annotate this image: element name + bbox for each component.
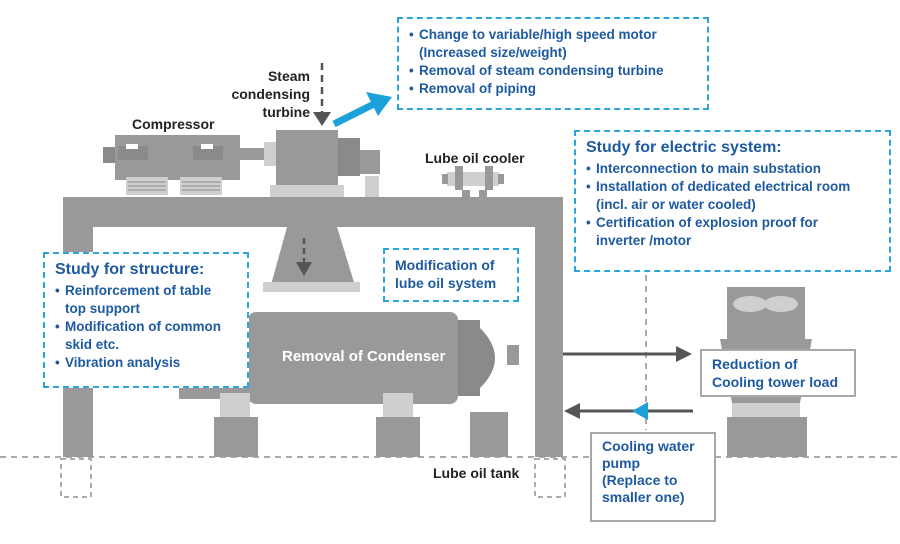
electric-item: Interconnection to main substation (586, 160, 879, 178)
cooling-tower-load-box: Reduction of Cooling tower load (700, 349, 856, 397)
structure-box-title: Study for structure: (55, 261, 205, 278)
electric-system-box: Study for electric system: Interconnecti… (574, 130, 891, 272)
foundation-right (534, 458, 566, 498)
structure-item: Reinforcement of table top support (55, 282, 237, 318)
structure-box: Study for structure: Reinforcement of ta… (43, 252, 249, 388)
foundation-left (60, 458, 92, 498)
exhaust-hood (269, 227, 357, 292)
electric-item: Certification of explosion proof for inv… (586, 214, 879, 250)
blue-arrow (332, 99, 378, 128)
compressor-shaft-end (103, 147, 117, 163)
label-lube-oil-cooler: Lube oil cooler (425, 150, 525, 166)
lube-oil-tank (470, 412, 508, 457)
flow-arrow-in (564, 403, 580, 419)
motor-item: Change to variable/high speed motor (Inc… (409, 26, 697, 62)
structure-item: Modification of common skid etc. (55, 318, 237, 354)
label-condenser: Removal of Condenser (282, 348, 446, 365)
label-compressor: Compressor (132, 116, 215, 132)
table-top (63, 197, 563, 227)
coupling (240, 148, 264, 160)
motor-item: Removal of steam condensing turbine (409, 62, 697, 80)
cooling-tower-basin (727, 417, 807, 457)
lube-oil-system-box: Modification of lube oil system (383, 248, 519, 302)
right-leg (535, 197, 563, 457)
label-lube-oil-tank: Lube oil tank (433, 465, 520, 481)
turbine-base (270, 185, 344, 197)
flow-arrow-out (676, 346, 692, 362)
electric-box-title: Study for electric system: (586, 139, 782, 156)
motor-item: Removal of piping (409, 80, 697, 98)
steam-turbine-body (276, 130, 338, 188)
structure-item: Vibration analysis (55, 354, 237, 372)
cooling-water-pump-box: Cooling water pump (Replace to smaller o… (590, 432, 716, 522)
condenser-body (248, 312, 458, 404)
label-steam-turbine: Steam condensing turbine (231, 68, 310, 120)
electric-item: Installation of dedicated electrical roo… (586, 178, 879, 214)
motor-change-box: Change to variable/high speed motor (Inc… (397, 17, 709, 110)
pump-arrow (632, 402, 648, 420)
cooling-tower-top (727, 287, 805, 339)
